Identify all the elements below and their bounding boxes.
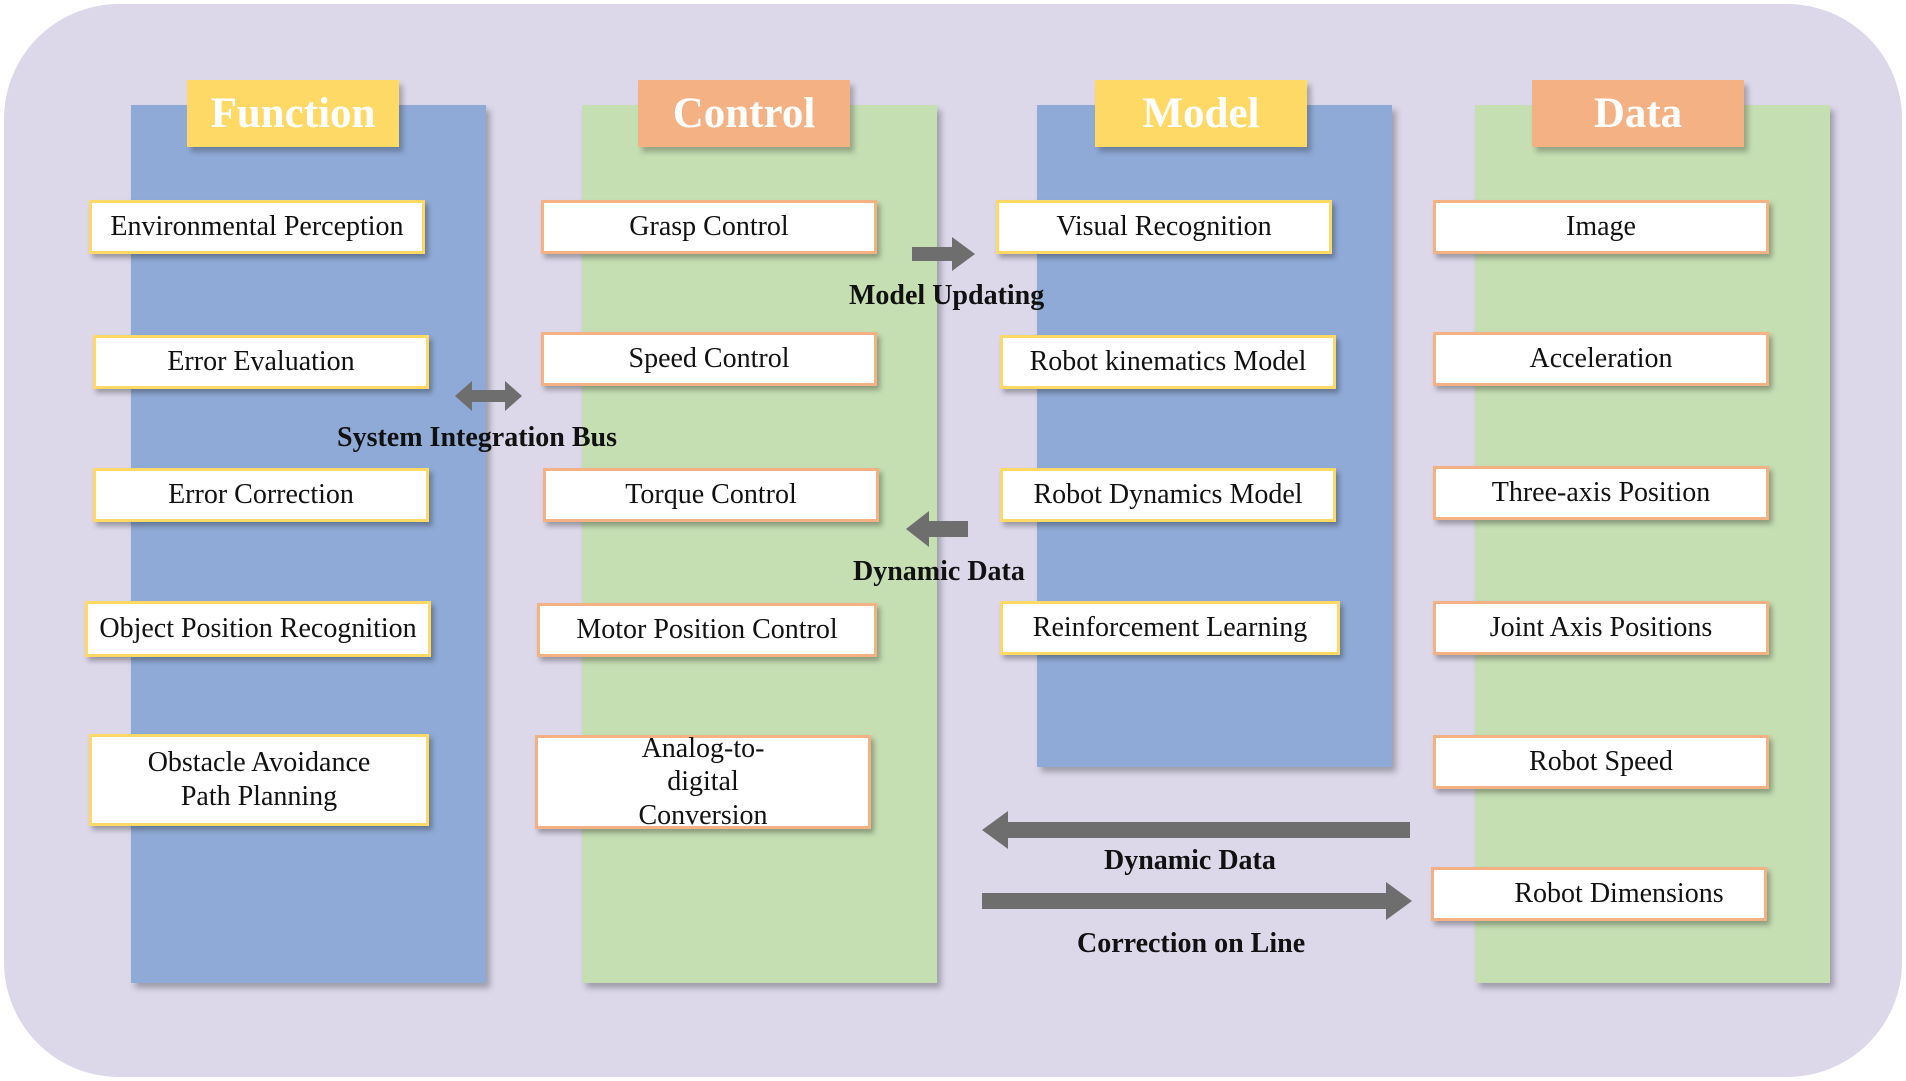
control-item: Grasp Control bbox=[541, 200, 877, 254]
model-item: Robot kinematics Model bbox=[1000, 335, 1336, 389]
right-arrow-icon bbox=[912, 237, 975, 271]
function-item: Error Correction bbox=[93, 468, 429, 522]
data-item: Image bbox=[1433, 200, 1769, 254]
function-item: Environmental Perception bbox=[89, 200, 425, 254]
model-item: Robot Dynamics Model bbox=[1000, 468, 1336, 522]
data-header: Data bbox=[1532, 80, 1744, 147]
model-item: Reinforcement Learning bbox=[1000, 601, 1340, 655]
control-item: Analog-to-digital Conversion bbox=[535, 733, 871, 831]
control-header: Control bbox=[638, 80, 850, 147]
control-item: Motor Position Control bbox=[537, 603, 877, 657]
left-arrow-icon bbox=[906, 511, 968, 547]
data-item: Three-axis Position bbox=[1433, 466, 1769, 520]
control-item: Speed Control bbox=[541, 332, 877, 386]
correction-on-line-label: Correction on Line bbox=[1077, 928, 1306, 959]
model-header: Model bbox=[1095, 80, 1307, 147]
function-item: Object Position Recognition bbox=[85, 601, 431, 657]
data-item: Robot Dimensions bbox=[1431, 867, 1767, 921]
left-arrow-icon bbox=[982, 811, 1410, 849]
double-arrow-icon bbox=[455, 381, 522, 411]
control-item: Torque Control bbox=[543, 468, 879, 522]
data-item: Joint Axis Positions bbox=[1433, 601, 1769, 655]
function-item: Obstacle Avoidance Path Planning bbox=[89, 734, 429, 826]
data-item: Acceleration bbox=[1433, 332, 1769, 386]
function-item: Error Evaluation bbox=[93, 335, 429, 389]
function-header: Function bbox=[187, 80, 399, 147]
right-arrow-icon bbox=[982, 882, 1412, 920]
dynamic-data-label: Dynamic Data bbox=[853, 556, 1025, 587]
model-item: Visual Recognition bbox=[996, 200, 1332, 254]
dynamic-data-label: Dynamic Data bbox=[1104, 845, 1276, 876]
data-item: Robot Speed bbox=[1433, 735, 1769, 789]
system-integration-bus-label: System Integration Bus bbox=[337, 422, 618, 453]
model-updating-label: Model Updating bbox=[849, 280, 1045, 311]
